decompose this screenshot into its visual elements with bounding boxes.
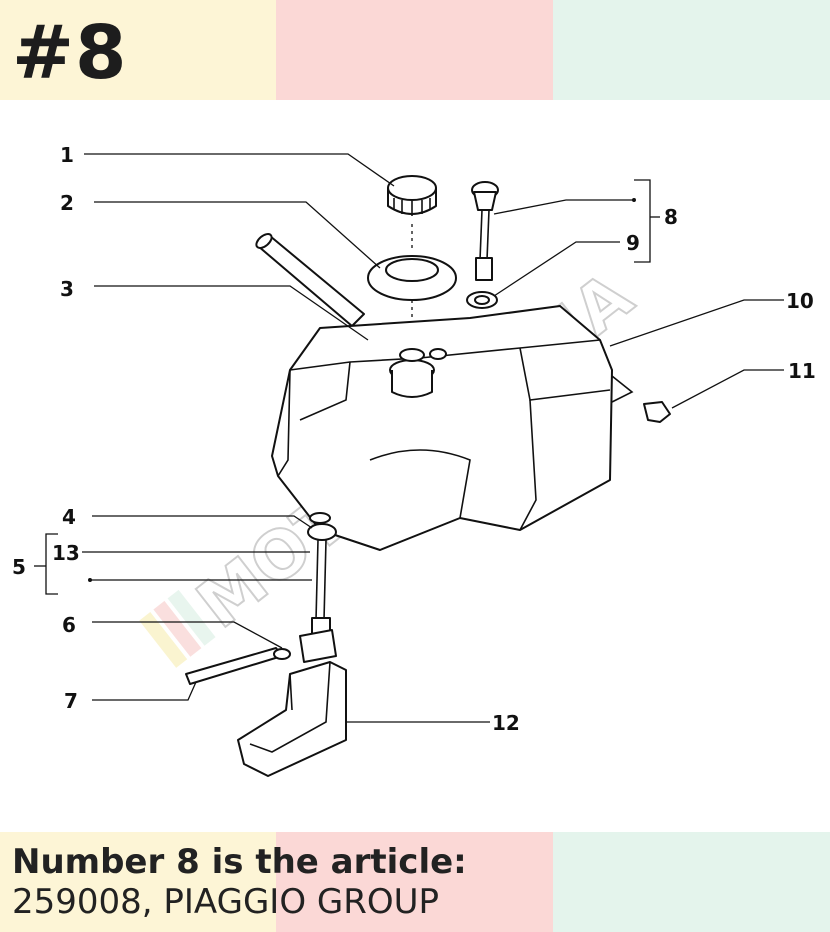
part-fuel-tank: [271, 305, 634, 551]
label-7: 7: [64, 689, 78, 713]
part-fuel-level-sender: [466, 181, 499, 309]
caption-article: 259008, PIAGGIO GROUP: [12, 882, 440, 922]
label-3: 3: [60, 277, 74, 301]
label-2: 2: [60, 191, 74, 215]
label-12: 12: [492, 711, 520, 735]
label-10: 10: [786, 289, 814, 313]
caption-band: [0, 832, 830, 932]
part-clip: [643, 401, 671, 423]
caption-band-green: [553, 832, 830, 932]
part-breather-hose: [257, 235, 365, 327]
exploded-parts-diagram: MOTOMUNDIA: [12, 143, 816, 777]
label-4: 4: [62, 505, 76, 529]
part-fuel-hose: [185, 647, 283, 685]
part-fuel-tap: [299, 523, 337, 663]
header-band-green: [553, 0, 830, 100]
caption-band-pink: [276, 832, 553, 932]
label-9: 9: [626, 231, 640, 255]
label-11: 11: [788, 359, 816, 383]
label-6: 6: [62, 613, 76, 637]
part-filler-cap: [387, 175, 437, 216]
label-8: 8: [664, 205, 678, 229]
part-filler-ring: [367, 255, 457, 301]
part-bracket: [237, 661, 347, 777]
header-band-pink: [276, 0, 553, 100]
caption-heading: Number 8 is the article:: [12, 842, 467, 882]
leader-lines: [34, 153, 784, 723]
page-title: #8: [12, 10, 128, 96]
label-5: 5: [12, 555, 26, 579]
label-1: 1: [60, 143, 74, 167]
header-band: [0, 0, 830, 100]
part-labels: 1 2 3 4 5 13 6 7 8 9 10 11 12: [12, 143, 816, 735]
label-13: 13: [52, 541, 80, 565]
caption-band-yellow: [0, 832, 276, 932]
header-band-yellow: [0, 0, 276, 100]
